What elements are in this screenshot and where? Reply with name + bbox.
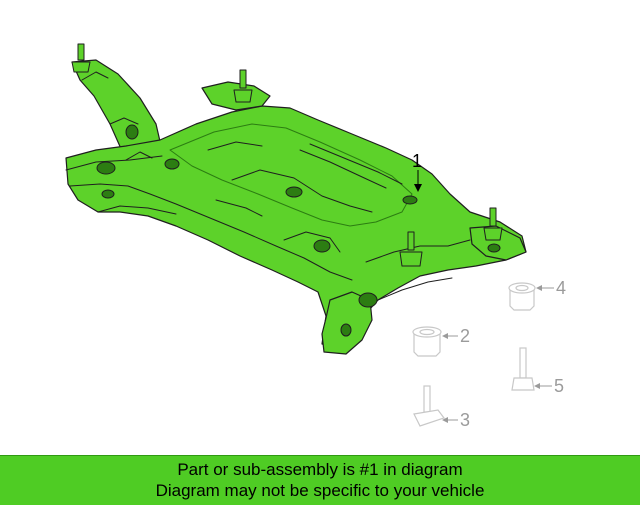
subframe-studs	[71, 43, 503, 267]
bushing-part-4[interactable]	[508, 282, 536, 311]
subframe-holes	[96, 124, 501, 337]
parts-diagram: 1 2 3 4 5	[65, 43, 566, 430]
callout-3[interactable]: 3	[460, 410, 470, 430]
bolt-part-3[interactable]	[413, 385, 445, 427]
callout-leaders	[414, 170, 554, 423]
subframe-top-plate	[169, 123, 413, 227]
bolt-part-5[interactable]	[511, 347, 535, 391]
subframe-contours	[65, 71, 471, 301]
info-banner: Part or sub-assembly is #1 in diagram Di…	[0, 455, 640, 505]
callout-1[interactable]: 1	[412, 151, 422, 171]
subframe-part-1[interactable]	[65, 43, 527, 355]
callout-4[interactable]: 4	[556, 278, 566, 298]
banner-line-part: Part or sub-assembly is #1 in diagram	[177, 460, 463, 479]
callout-2[interactable]: 2	[460, 326, 470, 346]
leader-1-arrow	[414, 184, 422, 192]
subframe-main-body	[65, 105, 527, 351]
bushing-part-2[interactable]	[412, 326, 442, 357]
callout-5[interactable]: 5	[554, 376, 564, 396]
banner-line-disclaimer: Diagram may not be specific to your vehi…	[155, 481, 485, 500]
